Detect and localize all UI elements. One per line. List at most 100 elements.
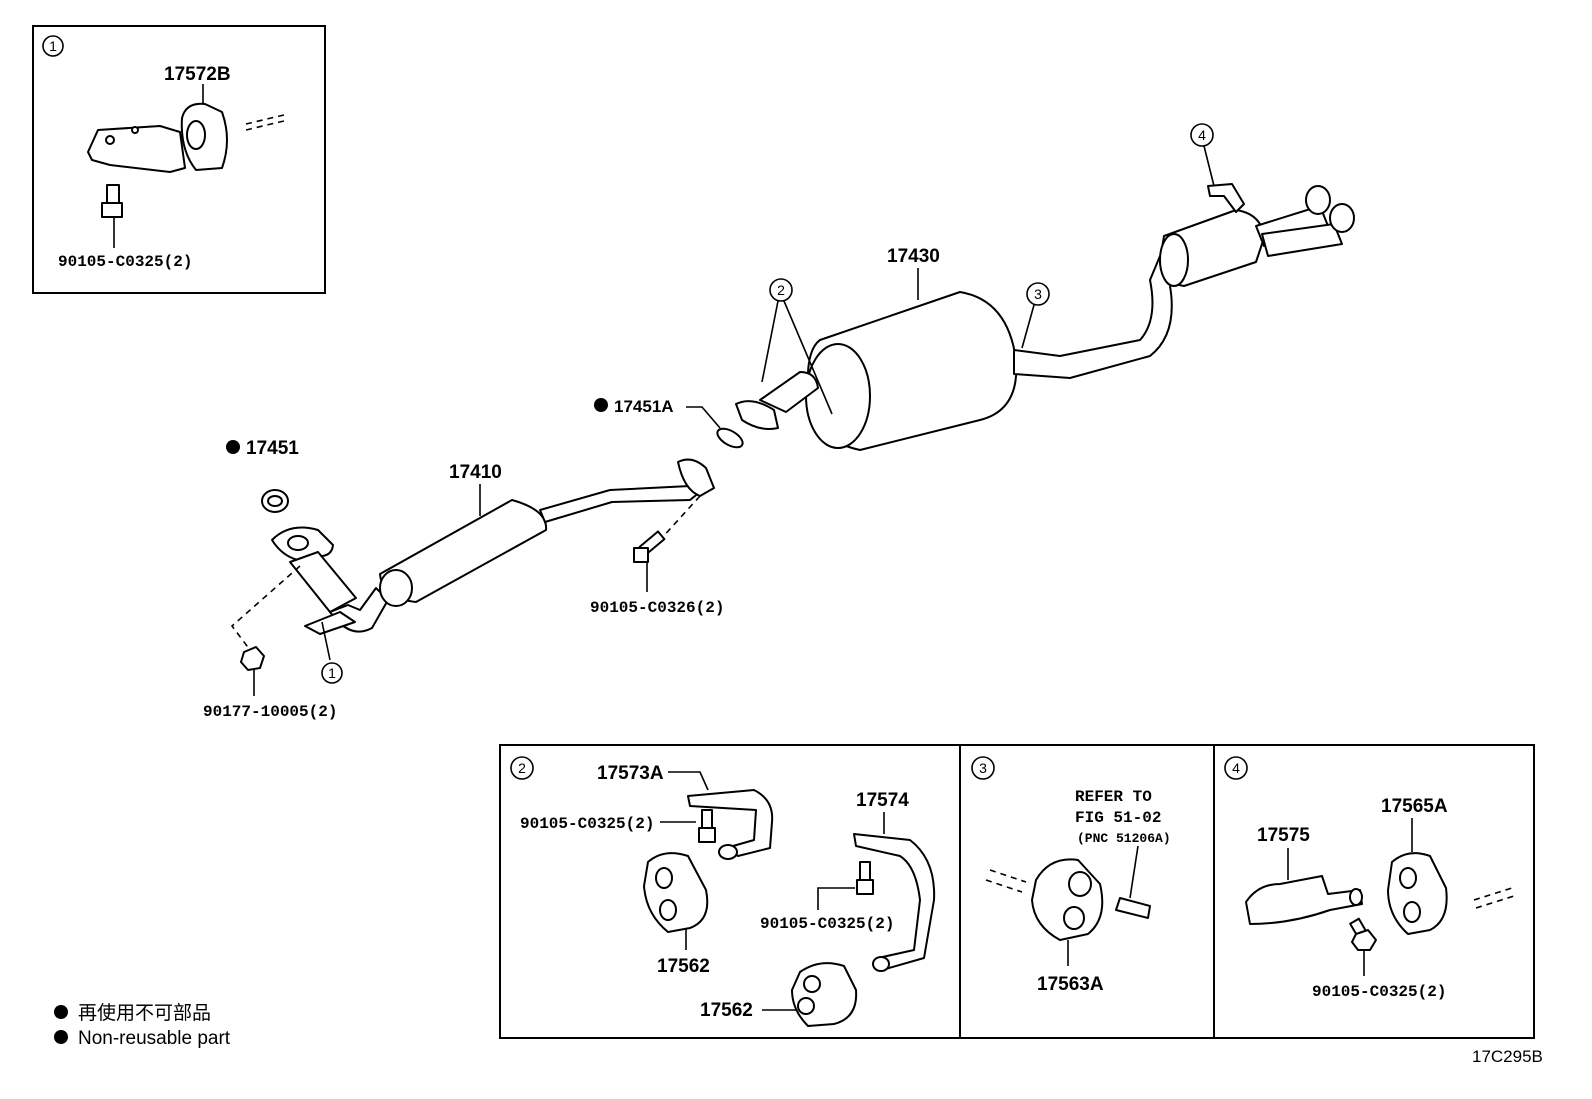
label-17575[interactable]: 17575 [1257, 825, 1310, 846]
leader-callout-2a [761, 300, 779, 383]
non-reusable-marker-icon [594, 398, 608, 412]
dashed-leader-bolt [659, 495, 701, 541]
mid-flange-icon [677, 458, 715, 497]
legend-line-japanese: 再使用不可部品 [78, 1002, 211, 1024]
label-17573A[interactable]: 17573A [597, 763, 664, 784]
callout-circle-1-main [321, 662, 343, 684]
hanger-hole-icon [1063, 906, 1085, 930]
leader-17573A [668, 771, 709, 791]
legend-line-english: Non-reusable part [78, 1028, 231, 1049]
label-17430[interactable]: 17430 [887, 246, 940, 267]
bolt-icon [859, 861, 871, 881]
tail-pipe-icon [1013, 255, 1179, 379]
rod-icon [1473, 887, 1515, 909]
bracket-hole-icon [105, 135, 115, 145]
callout-number-3: 3 [979, 760, 987, 776]
leader-callout-2b [783, 300, 833, 415]
gasket-17451A-icon [716, 427, 744, 449]
label-17563A[interactable]: 17563A [1037, 974, 1104, 995]
mid-pipe-icon [539, 485, 701, 523]
bracket-end-icon [1349, 888, 1363, 906]
ref-line-2: FIG 51-02 [1075, 809, 1161, 827]
exhaust-tip-end-icon [1329, 203, 1355, 233]
hanger-hole-icon [1399, 867, 1417, 889]
leader-ref [1129, 845, 1139, 899]
callout-circle-3 [971, 756, 995, 780]
label-90105-C0325-inset1[interactable]: 90105-C0325(2) [58, 253, 192, 271]
bolt-head-icon [1351, 929, 1377, 951]
gasket-17451-hole-icon [267, 495, 283, 507]
legend-marker-icon [54, 1030, 68, 1044]
bolt-head-icon [698, 827, 716, 843]
label-17451A[interactable]: 17451A [614, 397, 674, 416]
bracket-17573A [687, 789, 774, 857]
rubber-hanger-17562-a [643, 852, 709, 933]
leader-callout-1 [321, 621, 331, 661]
rubber-hanger-17565A [1387, 852, 1448, 935]
rod-icon [245, 113, 289, 131]
nut-90177-icon [240, 646, 265, 671]
non-reusable-marker-icon [226, 440, 240, 454]
exhaust-tip-end-icon [1305, 185, 1331, 215]
label-90105-C0325-b[interactable]: 90105-C0325(2) [760, 915, 894, 933]
label-90105-C0326[interactable]: 90105-C0326(2) [590, 599, 724, 617]
rubber-hanger-17562-b [791, 962, 858, 1027]
leader-bolt-b [817, 887, 855, 910]
label-17562-b[interactable]: 17562 [700, 1000, 753, 1021]
bolt-head-icon [856, 879, 874, 895]
leader-callout-3 [1021, 304, 1035, 349]
inset-4: 4 17575 17565A 90105-C0325(2) [1224, 756, 1515, 1001]
legend-marker-icon [54, 1005, 68, 1019]
bolt-head-icon [633, 547, 649, 563]
callout-number-4-main: 4 [1198, 127, 1206, 143]
front-flange-hole-icon [287, 535, 309, 551]
label-17562-a[interactable]: 17562 [657, 956, 710, 977]
label-90177-10005[interactable]: 90177-10005(2) [203, 703, 337, 721]
callout-circle-4 [1224, 756, 1248, 780]
leader-17451A [686, 406, 721, 429]
hanger-hole-icon [1068, 871, 1092, 897]
bolt-icon [106, 184, 120, 204]
rubber-hanger-17563A [1031, 858, 1104, 941]
callout-circle-4-main [1190, 123, 1214, 147]
callout-circle-1 [42, 35, 64, 57]
callout-number-2: 2 [518, 760, 526, 776]
ref-line-1: REFER TO [1075, 788, 1152, 806]
center-muffler-end-icon [379, 569, 413, 607]
callout-circle-2 [510, 756, 534, 780]
main-muffler-end-icon [805, 343, 871, 449]
hanger-hole-icon [1403, 901, 1421, 923]
bracket-17575 [1245, 875, 1363, 925]
label-17572B[interactable]: 17572B [164, 64, 231, 85]
dashed-leader-nut [230, 565, 301, 651]
callout-number-3-main: 3 [1034, 286, 1042, 302]
legend: 再使用不可部品 Non-reusable part [54, 1002, 231, 1049]
callout-number-1-main: 1 [328, 665, 336, 681]
inset-1: 1 17572B 90105-C0325(2) [32, 25, 326, 294]
rod-icon [1115, 897, 1151, 919]
muffler-inlet-pipe-icon [759, 371, 819, 413]
hanger-hole-icon [186, 120, 206, 150]
main-assembly: 17451 17410 90105-C0326(2) 90177-10005(2… [203, 123, 1355, 721]
leader-callout-4 [1203, 145, 1215, 187]
callout-number-4: 4 [1232, 760, 1240, 776]
bracket-end-icon [872, 956, 890, 972]
label-90105-C0325-inset4[interactable]: 90105-C0325(2) [1312, 983, 1446, 1001]
label-17565A[interactable]: 17565A [1381, 796, 1448, 817]
rear-hanger-bracket-icon [1207, 183, 1245, 213]
muffler-inlet-flange-icon [735, 400, 779, 430]
inset-3: 3 REFER TO FIG 51-02 (PNC 51206A) 17563A [971, 756, 1171, 995]
label-17410[interactable]: 17410 [449, 462, 502, 483]
label-90105-C0325-a[interactable]: 90105-C0325(2) [520, 815, 654, 833]
callout-circle-3-main [1026, 282, 1050, 306]
rear-muffler-end-icon [1159, 233, 1189, 287]
figure-code: 17C295B [1472, 1047, 1543, 1066]
label-17451[interactable]: 17451 [246, 438, 299, 459]
hanger-hole-icon [655, 867, 673, 889]
rod-icon [985, 869, 1027, 893]
bracket-hole-icon [131, 126, 139, 134]
label-17574[interactable]: 17574 [856, 790, 909, 811]
bolt-icon [701, 809, 713, 829]
hanger-hole-icon [803, 975, 821, 993]
